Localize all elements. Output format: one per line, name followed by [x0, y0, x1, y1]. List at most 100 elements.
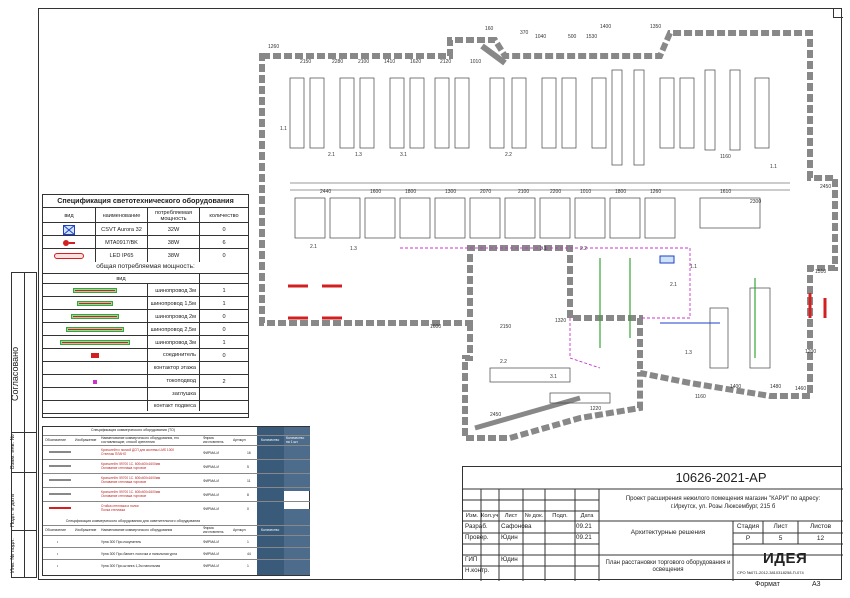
plan-dimension: 1600 [370, 189, 381, 195]
misc-name: токоподвод [147, 375, 199, 388]
track-qty: 1 [199, 297, 248, 310]
track-bar-icon [43, 297, 147, 310]
equip-h1: Изображение [75, 438, 97, 442]
plan-tag: 1.3 [355, 152, 362, 158]
inv-orig-cell: Инв. № подл. [10, 531, 24, 577]
sign-date-cell: Подп. и дата [10, 473, 24, 531]
blank-icon [43, 401, 147, 411]
spec-row: LED IP65 38W 0 [43, 248, 248, 262]
spec-item-name: LED IP65 [95, 249, 147, 262]
drawing-number: 10626-2021-АР [675, 470, 767, 485]
led-panel-icon [43, 249, 95, 262]
staff-date: 09.21 [576, 523, 592, 530]
spec-header-qty: количество [199, 208, 248, 223]
plan-dimension: 1300 [445, 189, 456, 195]
track-qty-header [199, 274, 248, 284]
equip2-h3: Фирма изготовитель [203, 526, 224, 534]
spec-header-kind: вид [64, 212, 74, 219]
plan-dimension: 2100 [518, 189, 529, 195]
equip-table-title-2: Спецификация коммерческого оборудования … [65, 519, 201, 523]
equip2-dot-icon: • [57, 552, 59, 556]
format-value: А3 [812, 581, 821, 588]
equip2-h4: Артикул [233, 528, 246, 532]
sign-date-blank [24, 473, 37, 531]
plan-dimension: 2100 [358, 59, 369, 65]
staff-date: 09.21 [576, 534, 592, 541]
equip-header-row-2: Обозначение Изображение Наименование ком… [43, 525, 310, 536]
equip-header-row: Обозначение Изображение Наименование ком… [43, 435, 310, 446]
equip-h0: Обозначение [45, 438, 66, 442]
connector-icon [43, 349, 147, 362]
equip2-desc: Урна 300 Про-штанга 1,2м напольная [101, 564, 161, 568]
left-stamp-strip: Согласовано Взам. инв. № Подп. и дата Ин… [10, 272, 37, 578]
spec-row: CSVT Aurora 32 32W 0 [43, 222, 248, 236]
misc-name: контакт подвеса [147, 401, 199, 411]
equipment-spec-table: Спецификация коммерческого оборудования … [42, 426, 310, 576]
spec-header-power: потребляемая мощность [147, 208, 199, 223]
misc-name: контактор этажа [147, 362, 199, 375]
equip2-h6: Количество [261, 528, 280, 532]
agreed-cell: Согласовано [10, 273, 24, 433]
rev-header: Подп. [552, 513, 568, 519]
plan-dimension: 1200 [805, 349, 816, 355]
plan-tag: 2.2 [580, 246, 587, 252]
staff-role: Разраб. [465, 523, 488, 530]
equip-desc-line: Кронштейн с полкой ДСП для системы LMS 1… [101, 448, 175, 452]
equip-h6: Количество [261, 438, 280, 442]
equip2-qty: 44 [247, 552, 251, 556]
equip-qty: 5 [247, 465, 249, 469]
agreed-label: Согласовано [10, 346, 20, 401]
track-kind-header: вид [116, 276, 126, 282]
track-name: шинопровод 1,5м [147, 297, 199, 310]
plan-dimension: 1260 [650, 189, 661, 195]
equip-table-title: Спецификация коммерческого оборудования … [90, 428, 176, 432]
plan-dimension: 1010 [470, 59, 481, 65]
rev-header: Кол.уч. [481, 513, 500, 519]
equip-desc-line: Основание стеллажа торговое [101, 466, 147, 470]
misc-qty: 2 [199, 375, 248, 388]
equip2-h1: Изображение [75, 528, 97, 532]
plan-tag: 2.2 [500, 359, 507, 365]
plan-dimension: 1320 [555, 318, 566, 324]
total-power-label: общая потребляемая мощность: [96, 263, 195, 270]
sheets-header: Листов [809, 523, 832, 530]
inv-orig-blank [24, 531, 37, 577]
equip-maker: ФИРМА-И [203, 493, 219, 497]
plan-dimension: 1800 [405, 189, 416, 195]
plan-tag: 3.1 [400, 152, 407, 158]
misc-qty: 0 [199, 349, 248, 362]
spec-title: Спецификация светотехнического оборудова… [57, 196, 234, 205]
plan-dimension: 2150 [500, 324, 511, 330]
equip-qty: 11 [247, 479, 251, 483]
plan-tag: 1.3 [350, 246, 357, 252]
rev-header: Дата [580, 513, 594, 519]
plan-dimension: 1800 [615, 189, 626, 195]
sheet-header: Лист [773, 523, 788, 530]
plan-dimension: 370 [520, 30, 529, 36]
equip2-dot-icon: • [57, 540, 59, 544]
sheet-title: План расстановки торгового оборудования … [605, 560, 731, 573]
equip-desc-line: Кронштейн: 59700 1С. 600х400х1600мм [101, 490, 161, 494]
equip-h4: Артикул [233, 438, 246, 442]
sheet-number: 5 [778, 535, 783, 542]
stage-value: Р [745, 535, 751, 542]
track-qty: 1 [199, 284, 248, 297]
plan-dimension: 1220 [590, 406, 601, 412]
corner-mark [833, 8, 843, 18]
plan-dimension: 2300 [750, 199, 761, 205]
sign-date-label: Подп. и дата [10, 494, 16, 527]
track-qty: 0 [199, 323, 248, 336]
staff-role: Н.контр. [465, 567, 490, 574]
equip-line-icon [49, 493, 71, 497]
track-name: шинопровод 2м [147, 310, 199, 323]
crossed-lamp-icon [43, 223, 95, 236]
feed-icon [43, 375, 147, 388]
spec-item-name: CSVT Aurora 32 [95, 223, 147, 236]
